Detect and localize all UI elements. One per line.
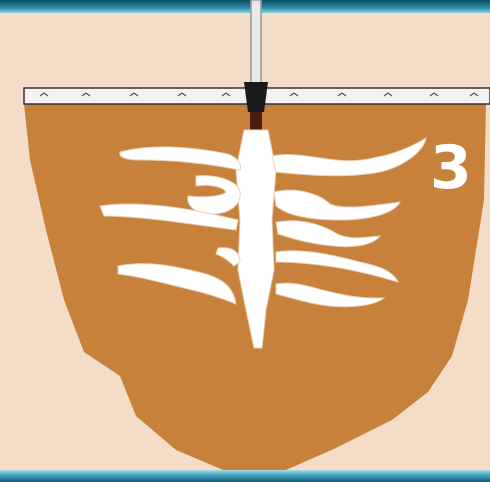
injection-pipe <box>251 0 261 96</box>
injector-packer <box>244 82 268 112</box>
step-number: 3 <box>430 138 472 198</box>
injector-nozzle <box>250 112 262 130</box>
bottom-border <box>0 470 490 482</box>
